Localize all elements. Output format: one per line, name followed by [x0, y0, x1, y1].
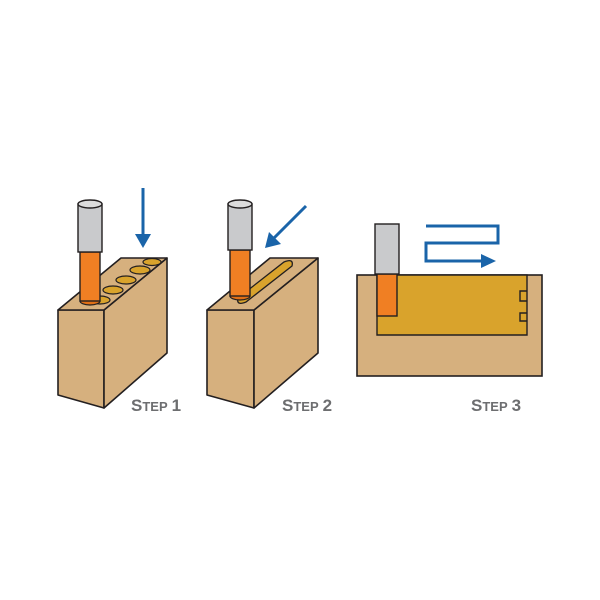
arrow-icon — [135, 188, 151, 248]
step-3-pocket — [376, 274, 528, 336]
drill-bit-icon — [77, 199, 103, 306]
drill-bit-icon — [374, 223, 400, 317]
step-3-pocket-edge-marks — [519, 290, 527, 322]
arrow-icon — [265, 204, 308, 248]
arrow-icon — [424, 224, 500, 268]
step-2-slot — [237, 260, 293, 304]
step-1-wood-block — [57, 257, 168, 409]
drill-bit-icon — [227, 199, 253, 301]
